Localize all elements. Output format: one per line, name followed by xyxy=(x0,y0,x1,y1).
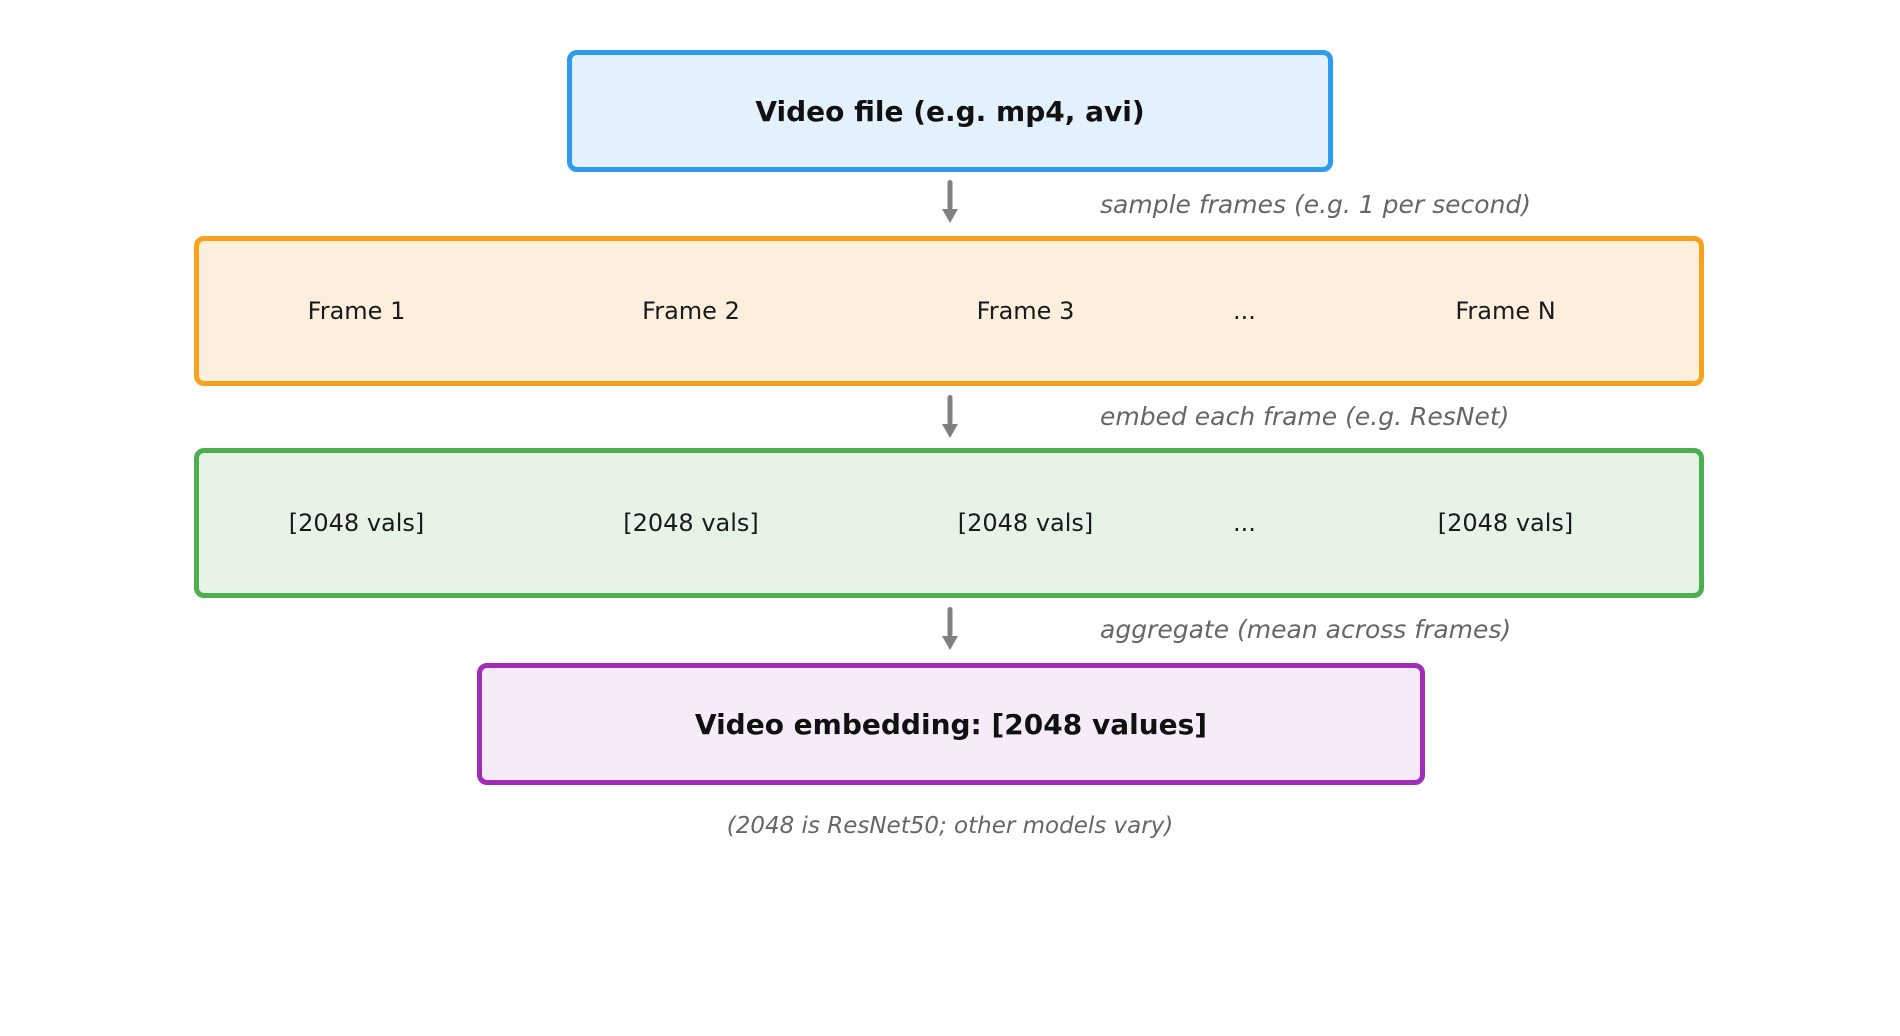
video-file-box: Video file (e.g. mp4, avi) xyxy=(567,50,1333,172)
down-arrow-icon xyxy=(940,607,960,650)
arrow-head xyxy=(942,636,958,650)
video-file-label: Video file (e.g. mp4, avi) xyxy=(755,94,1145,128)
arrow-stem xyxy=(947,395,953,425)
arrow-stem xyxy=(947,180,953,210)
sample-frames-annotation: sample frames (e.g. 1 per second) xyxy=(1100,190,1532,219)
frame-embeddings-box: [2048 vals] [2048 vals] [2048 vals] ... … xyxy=(194,448,1704,598)
frame-item: Frame N xyxy=(1455,297,1556,325)
embed-frames-annotation: embed each frame (e.g. ResNet) xyxy=(1100,402,1510,431)
aggregate-annotation: aggregate (mean across frames) xyxy=(1100,615,1512,644)
embedding-item: [2048 vals] xyxy=(1437,509,1574,537)
down-arrow-icon xyxy=(940,180,960,223)
frames-ellipsis: ... xyxy=(1233,297,1256,325)
embedding-item: [2048 vals] xyxy=(957,509,1094,537)
frame-item: Frame 2 xyxy=(642,297,740,325)
down-arrow-icon xyxy=(940,395,960,438)
video-embedding-box: Video embedding: [2048 values] xyxy=(477,663,1425,785)
arrow-stem xyxy=(947,607,953,637)
embedding-item: [2048 vals] xyxy=(623,509,759,537)
embeddings-ellipsis: ... xyxy=(1233,509,1256,537)
frames-box: Frame 1 Frame 2 Frame 3 ... Frame N xyxy=(194,236,1704,386)
arrow-head xyxy=(942,424,958,438)
frame-item: Frame 1 xyxy=(307,297,406,325)
frame-item: Frame 3 xyxy=(976,297,1075,325)
embedding-item: [2048 vals] xyxy=(288,509,425,537)
arrow-head xyxy=(942,209,958,223)
video-embedding-label: Video embedding: [2048 values] xyxy=(694,707,1208,741)
footnote: (2048 is ResNet50; other models vary) xyxy=(726,813,1174,839)
